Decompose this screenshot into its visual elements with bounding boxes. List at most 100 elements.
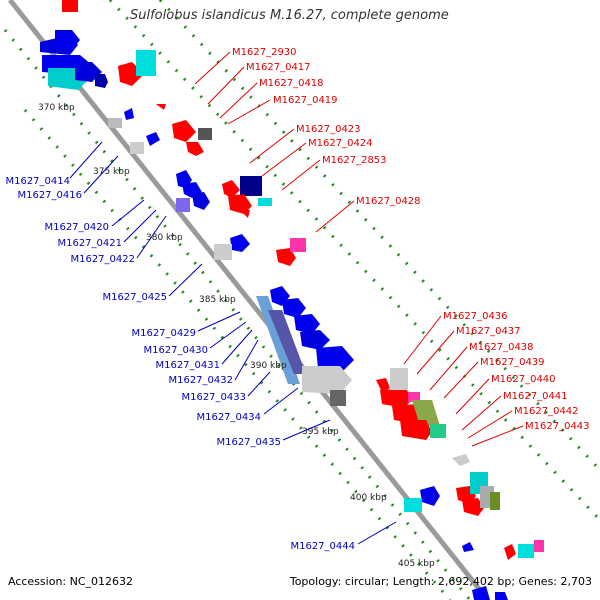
gene-block <box>290 238 306 252</box>
gene-label-minus[interactable]: M1627_0435 <box>216 437 281 448</box>
callout-line <box>247 371 271 397</box>
gene-arrow <box>302 366 352 394</box>
map-title: Sulfolobus islandicus M.16.27, complete … <box>130 8 449 23</box>
gene-arrow <box>55 30 80 50</box>
callout-line <box>69 141 103 179</box>
gene-block <box>430 424 446 438</box>
gene-arrow <box>316 346 354 372</box>
gene-block <box>130 142 144 154</box>
callout-line <box>467 410 513 439</box>
callout-line <box>209 321 247 349</box>
gene-arrow <box>172 120 196 142</box>
gene-label-plus[interactable]: M1627_2853 <box>322 155 387 166</box>
gene-block <box>268 310 306 374</box>
gene-block <box>412 400 440 426</box>
gene-block <box>176 198 190 212</box>
ruler-label: 390 kbp <box>250 361 287 371</box>
gene-label-plus[interactable]: M1627_0423 <box>296 124 361 135</box>
gene-block <box>136 50 156 76</box>
gene-label-minus[interactable]: M1627_0432 <box>168 375 233 386</box>
gene-arrow <box>95 74 108 88</box>
gene-label-plus[interactable]: M1627_0419 <box>273 95 338 106</box>
gene-label-plus[interactable]: M1627_0442 <box>514 406 579 417</box>
gene-label-minus[interactable]: M1627_0414 <box>5 176 70 187</box>
gene-arrow <box>400 420 432 440</box>
gene-block <box>256 296 300 384</box>
gene-label-minus[interactable]: M1627_0421 <box>57 238 122 249</box>
gene-block <box>390 368 408 390</box>
gene-label-minus[interactable]: M1627_0444 <box>290 541 355 552</box>
ruler-label: 370 kbp <box>38 103 75 113</box>
gene-arrow <box>472 586 490 600</box>
gene-arrow <box>192 192 210 210</box>
callout-line <box>249 128 295 164</box>
callout-line <box>461 395 502 431</box>
gene-label-minus[interactable]: M1627_0433 <box>181 392 246 403</box>
gene-arrow <box>504 544 516 560</box>
gene-block <box>258 198 272 206</box>
gene-label-plus[interactable]: M1627_0428 <box>356 196 421 207</box>
gene-label-plus[interactable]: M1627_2930 <box>232 47 297 58</box>
callout-line <box>197 311 241 332</box>
gene-block <box>240 176 262 196</box>
callout-line <box>281 159 321 191</box>
callout-line <box>416 330 455 375</box>
tick-row-inner-minus <box>23 109 452 600</box>
gene-block <box>404 498 422 512</box>
gene-label-minus[interactable]: M1627_0434 <box>196 412 261 423</box>
gene-arrow <box>462 498 484 516</box>
gene-block <box>108 118 122 128</box>
callout-line <box>227 99 271 125</box>
gene-arrow <box>156 104 166 110</box>
gene-arrow <box>222 180 240 198</box>
callout-line <box>315 200 355 233</box>
gene-label-minus[interactable]: M1627_0429 <box>131 328 196 339</box>
gene-label-plus[interactable]: M1627_0438 <box>469 342 534 353</box>
gene-label-plus[interactable]: M1627_0418 <box>259 78 324 89</box>
gene-arrow <box>294 314 320 334</box>
gene-block <box>490 492 500 510</box>
gene-label-plus[interactable]: M1627_0424 <box>308 138 373 149</box>
gene-label-minus[interactable]: M1627_0430 <box>143 345 208 356</box>
gene-arrow <box>376 378 390 392</box>
ruler-label: 395 kbp <box>302 427 339 437</box>
gene-block <box>62 0 78 12</box>
gene-block <box>214 244 232 260</box>
callout-line <box>455 378 490 415</box>
callout-line <box>261 142 307 177</box>
gene-arrow <box>495 592 508 600</box>
callout-line <box>168 263 203 297</box>
callout-line <box>111 199 145 227</box>
gene-arrow <box>380 388 412 408</box>
gene-label-plus[interactable]: M1627_0443 <box>525 421 590 432</box>
gene-label-minus[interactable]: M1627_0416 <box>17 190 82 201</box>
callout-line <box>403 315 442 365</box>
gene-label-plus[interactable]: M1627_0436 <box>443 311 508 322</box>
gene-label-plus[interactable]: M1627_0437 <box>456 326 521 337</box>
callout-line <box>207 66 245 105</box>
ruler-label: 385 kbp <box>199 295 236 305</box>
gene-arrow <box>146 132 160 146</box>
gene-arrow <box>240 210 250 218</box>
gene-block <box>518 544 534 558</box>
gene-label-plus[interactable]: M1627_0417 <box>246 62 311 73</box>
tick-row-inner-plus <box>108 0 600 522</box>
gene-label-minus[interactable]: M1627_0420 <box>44 222 109 233</box>
callout-line <box>357 521 397 545</box>
gene-label-plus[interactable]: M1627_0439 <box>480 357 545 368</box>
tick-row-outer-minus <box>3 29 472 600</box>
gene-label-minus[interactable]: M1627_0422 <box>70 254 135 265</box>
gene-label-plus[interactable]: M1627_0440 <box>491 374 556 385</box>
gene-arrow <box>124 108 134 120</box>
gene-arrow <box>228 194 252 214</box>
gene-label-minus[interactable]: M1627_0431 <box>155 360 220 371</box>
callout-line <box>194 51 231 85</box>
callout-line <box>234 339 259 381</box>
callout-line <box>471 425 524 447</box>
callout-line <box>83 155 119 194</box>
callout-line <box>282 419 331 441</box>
callout-line <box>443 361 479 399</box>
gene-label-minus[interactable]: M1627_0425 <box>102 292 167 303</box>
gene-label-plus[interactable]: M1627_0441 <box>503 391 568 402</box>
